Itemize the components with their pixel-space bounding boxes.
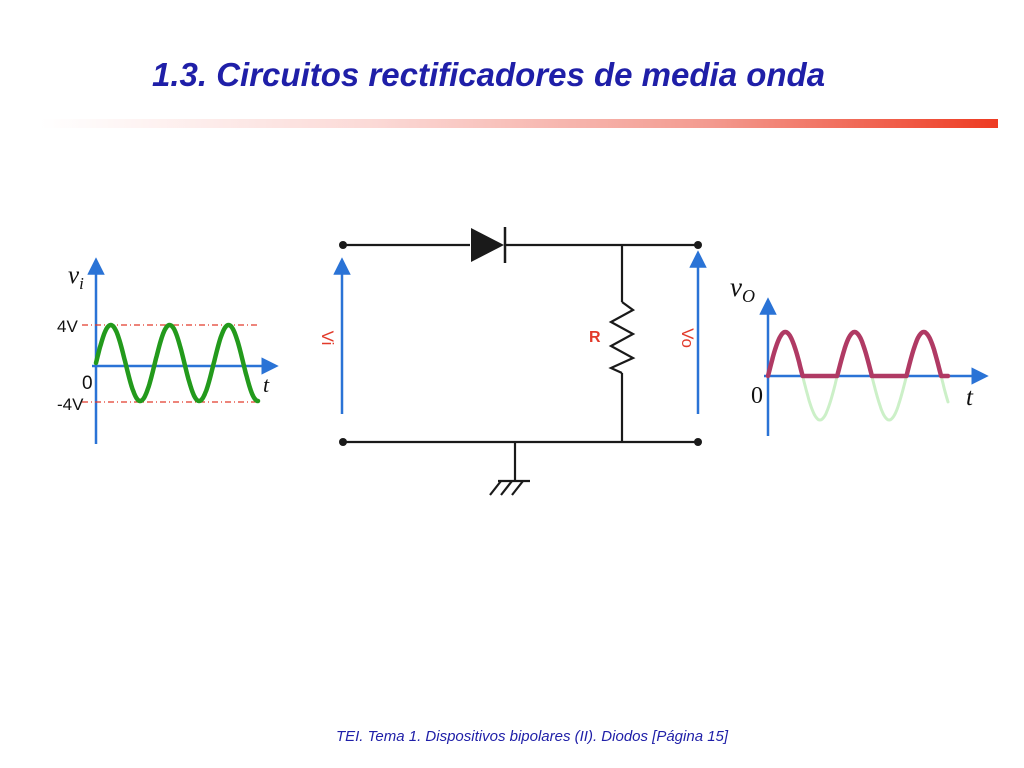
input-sine-wave [93,322,261,404]
output-voltage-label: Vo [678,328,697,348]
input-upper-level-label: 4V [57,317,78,336]
output-graph: vO t 0 [730,272,989,436]
terminal-input-top [339,241,347,249]
ground-hatch-1 [489,480,502,496]
resistor-symbol [608,301,636,375]
diode [471,227,507,263]
input-lower-level-label: -4V [57,395,84,414]
input-origin-label: 0 [82,373,93,394]
output-rectified-wave [765,329,951,379]
terminal-output-top [694,241,702,249]
slide-title: 1.3. Circuitos rectificadores de media o… [152,56,826,93]
ground-hatch-3 [511,480,524,496]
ground-hatch-2 [500,480,513,496]
terminals [339,241,702,446]
resistor-label: R [589,329,601,346]
circuit [343,243,698,496]
terminal-output-bottom [694,438,702,446]
footer: TEI. Tema 1. Dispositivos bipolares (II)… [335,728,729,745]
input-x-label: t [263,372,270,397]
terminal-input-bottom [339,438,347,446]
output-x-label: t [966,384,974,411]
input-voltage-label: Vi [318,331,337,346]
output-y-label: vO [730,272,755,306]
diode-triangle [471,228,504,262]
output-clipped-halves [801,374,950,422]
input-y-label: vi [68,262,84,293]
input-graph: vi t 0 4V -4V [57,257,279,444]
title-underline [40,119,998,128]
output-origin-label: 0 [751,383,763,409]
